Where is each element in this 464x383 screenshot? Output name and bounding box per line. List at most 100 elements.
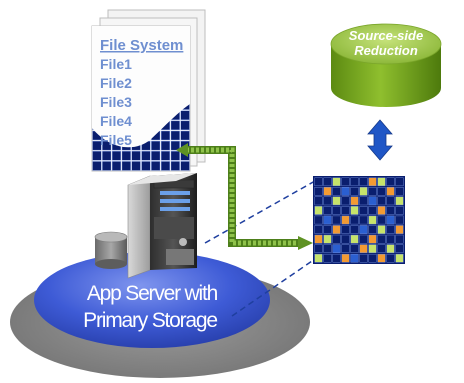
data-grid-cell	[386, 215, 395, 225]
source-side-reduction-cylinder	[330, 23, 442, 107]
data-grid-cell	[395, 244, 404, 253]
data-grid-cell	[323, 196, 332, 206]
document-grid-cell	[111, 161, 121, 171]
data-grid-cell	[359, 187, 368, 196]
data-grid-cell	[377, 206, 386, 215]
document-grid-cell	[170, 151, 180, 161]
document-grid-cell	[151, 151, 161, 161]
document-grid-cell	[160, 130, 170, 141]
file-item-3: File3	[100, 94, 132, 110]
deduplicated-data-grid	[313, 176, 405, 264]
data-grid-cell	[386, 253, 395, 263]
data-grid-cell	[368, 253, 377, 263]
storage-disk-icon	[94, 231, 128, 269]
data-grid-cell	[377, 234, 386, 244]
data-grid-cell	[395, 253, 404, 263]
data-grid-cell	[368, 234, 377, 244]
data-grid-cell	[314, 253, 323, 263]
document-grid-cell	[121, 161, 131, 171]
data-grid-cell	[386, 206, 395, 215]
data-grid-cell	[332, 187, 341, 196]
data-grid-cell	[314, 234, 323, 244]
data-grid-cell	[341, 215, 350, 225]
data-grid-cell	[368, 225, 377, 234]
data-grid-cell	[332, 177, 341, 187]
data-grid-cell	[386, 187, 395, 196]
data-grid-cell	[395, 206, 404, 215]
data-grid-cell	[341, 253, 350, 263]
data-grid-cell	[386, 196, 395, 206]
data-grid-cell	[368, 206, 377, 215]
document-grid-cell	[170, 130, 180, 141]
document-grid-cell	[180, 110, 190, 120]
document-grid-cell	[151, 161, 161, 171]
file-system-document	[91, 9, 206, 172]
document-grid-cell	[141, 151, 151, 161]
server-label-line2: Primary Storage	[83, 309, 217, 332]
data-grid-cell	[341, 234, 350, 244]
data-grid-cell	[386, 244, 395, 253]
data-grid-cell	[350, 253, 359, 263]
data-grid-cell	[368, 215, 377, 225]
data-grid-cell	[368, 177, 377, 187]
document-grid-cell	[151, 140, 161, 151]
data-grid-cell	[350, 206, 359, 215]
document-grid-cell	[92, 151, 102, 161]
data-grid-cell	[350, 177, 359, 187]
data-grid-cell	[377, 215, 386, 225]
document-grid-cell	[111, 151, 121, 161]
data-grid-cell	[314, 244, 323, 253]
data-grid-cell	[377, 244, 386, 253]
document-grid-cell	[121, 151, 131, 161]
document-grid-cell	[160, 140, 170, 151]
document-grid-cell	[102, 161, 112, 171]
dashed-connector-top	[204, 180, 316, 244]
data-grid-cell	[350, 215, 359, 225]
server-tower-icon	[127, 173, 197, 279]
data-grid-cell	[332, 206, 341, 215]
data-grid-cell	[323, 234, 332, 244]
data-grid-cell	[359, 215, 368, 225]
data-grid-cell	[377, 225, 386, 234]
document-grid-cell	[160, 151, 170, 161]
data-grid-cell	[314, 225, 323, 234]
data-grid-cell	[359, 225, 368, 234]
dashed-connector-bottom	[231, 258, 316, 317]
data-grid-cell	[386, 234, 395, 244]
document-grid-cell	[92, 161, 102, 171]
data-grid-cell	[323, 253, 332, 263]
document-grid-cell	[180, 161, 190, 171]
document-grid-cell	[180, 120, 190, 131]
server-platform	[34, 252, 270, 348]
data-grid-cell	[368, 196, 377, 206]
data-grid-cell	[341, 225, 350, 234]
document-grid-cell	[131, 161, 141, 171]
reduction-label-line2: Reduction	[354, 43, 418, 58]
data-grid-cell	[350, 187, 359, 196]
data-grid-cell	[368, 187, 377, 196]
document-grid-cell	[92, 140, 102, 151]
data-grid-cell	[359, 253, 368, 263]
data-grid-cell	[377, 253, 386, 263]
file-item-5: File5	[100, 132, 132, 148]
data-grid-cell	[323, 187, 332, 196]
file-item-1: File1	[100, 56, 132, 72]
data-grid-cell	[395, 234, 404, 244]
file-system-title: File System	[100, 37, 183, 54]
data-grid-cell	[395, 225, 404, 234]
document-grid-cell	[170, 161, 180, 171]
double-arrow-icon	[367, 119, 393, 161]
data-grid-cell	[350, 244, 359, 253]
data-grid-cell	[323, 215, 332, 225]
data-grid-cell	[350, 234, 359, 244]
data-grid-cell	[386, 177, 395, 187]
data-grid-cell	[341, 206, 350, 215]
file-item-4: File4	[100, 113, 132, 129]
data-grid-cell	[341, 177, 350, 187]
reduction-label-line1: Source-side	[349, 28, 423, 43]
data-grid-cell	[332, 225, 341, 234]
server-label-line1: App Server with	[87, 282, 218, 305]
data-grid-cell	[314, 206, 323, 215]
document-grid-cell	[170, 140, 180, 151]
